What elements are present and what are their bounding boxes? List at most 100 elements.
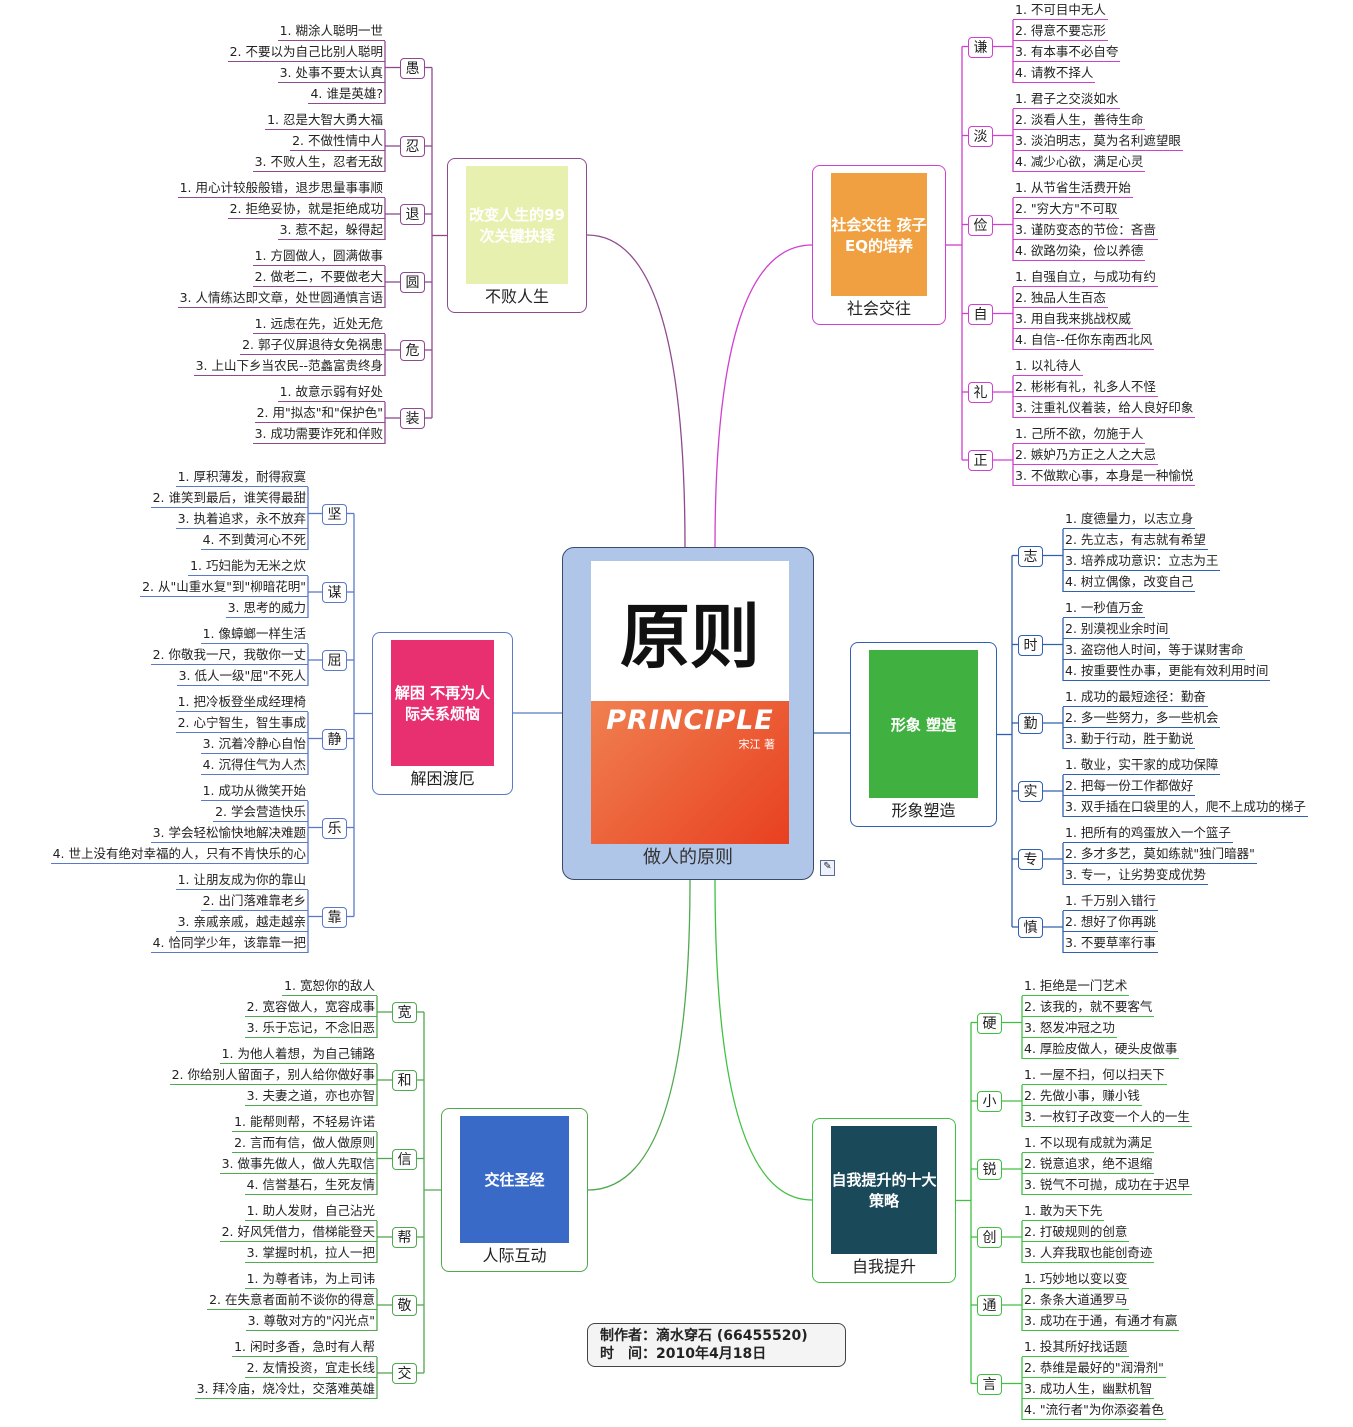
leaf-item[interactable]: 2. 想好了你再跳 bbox=[1063, 913, 1158, 932]
subtopic-坚[interactable]: 坚 bbox=[322, 503, 347, 525]
leaf-item[interactable]: 2. 锐意追求，绝不退缩 bbox=[1022, 1155, 1155, 1174]
leaf-item[interactable]: 3. 注重礼仪着装，给人良好印象 bbox=[1013, 399, 1196, 418]
leaf-item[interactable]: 1. 厚积薄发，耐得寂寞 bbox=[175, 468, 308, 487]
leaf-item[interactable]: 1. 自强自立，与成功有约 bbox=[1013, 268, 1158, 287]
subtopic-专[interactable]: 专 bbox=[1018, 849, 1043, 870]
subtopic-言[interactable]: 言 bbox=[977, 1373, 1002, 1395]
subtopic-勤[interactable]: 勤 bbox=[1018, 713, 1043, 734]
leaf-item[interactable]: 1. 一屋不扫，何以扫天下 bbox=[1022, 1066, 1167, 1085]
subtopic-时[interactable]: 时 bbox=[1018, 634, 1043, 656]
subtopic-装[interactable]: 装 bbox=[400, 408, 425, 429]
subtopic-敬[interactable]: 敬 bbox=[392, 1295, 417, 1316]
leaf-item[interactable]: 1. 为他人着想，为自己铺路 bbox=[219, 1045, 377, 1064]
leaf-item[interactable]: 3. 谨防变态的节俭：吝啬 bbox=[1013, 221, 1158, 240]
leaf-item[interactable]: 3. 培养成功意识：立志为王 bbox=[1063, 552, 1221, 571]
subtopic-硬[interactable]: 硬 bbox=[977, 1012, 1002, 1034]
leaf-item[interactable]: 3. 用自我来挑战权威 bbox=[1013, 310, 1133, 329]
subtopic-正[interactable]: 正 bbox=[968, 450, 993, 471]
leaf-item[interactable]: 3. 一枚钉子改变一个人的一生 bbox=[1022, 1108, 1192, 1127]
leaf-item[interactable]: 2. 淡看人生，善待生命 bbox=[1013, 111, 1146, 130]
leaf-item[interactable]: 1. 为尊者讳，为上司讳 bbox=[244, 1270, 377, 1289]
leaf-item[interactable]: 2. 你给别人留面子，别人给你做好事 bbox=[169, 1066, 377, 1085]
leaf-item[interactable]: 1. 从节省生活费开始 bbox=[1013, 179, 1133, 198]
leaf-item[interactable]: 2. 用"拟态"和"保护色" bbox=[254, 404, 385, 423]
leaf-item[interactable]: 3. 盗窃他人时间，等于谋财害命 bbox=[1063, 641, 1246, 660]
leaf-item[interactable]: 3. 有本事不必自夸 bbox=[1013, 43, 1121, 62]
leaf-item[interactable]: 3. 人弃我取也能创奇迹 bbox=[1022, 1244, 1155, 1263]
leaf-item[interactable]: 1. 能帮则帮，不轻易许诺 bbox=[232, 1113, 377, 1132]
leaf-item[interactable]: 1. 像蟑螂一样生活 bbox=[200, 625, 308, 644]
leaf-item[interactable]: 3. 锐气不可抛，成功在于迟早 bbox=[1022, 1176, 1192, 1195]
subtopic-退[interactable]: 退 bbox=[400, 204, 425, 225]
leaf-item[interactable]: 2. 出门落难靠老乡 bbox=[200, 892, 308, 911]
leaf-item[interactable]: 3. 淡泊明志，莫为名利遮望眼 bbox=[1013, 132, 1183, 151]
leaf-item[interactable]: 1. 巧妙地以变以变 bbox=[1022, 1270, 1130, 1289]
leaf-item[interactable]: 2. 打破规则的创意 bbox=[1022, 1223, 1130, 1242]
leaf-item[interactable]: 2. 拒绝妥协，就是拒绝成功 bbox=[227, 200, 385, 219]
leaf-item[interactable]: 3. 人情练达即文章，处世圆通慎言语 bbox=[177, 289, 385, 308]
leaf-item[interactable]: 2. 宽容做人，宽容成事 bbox=[244, 998, 377, 1017]
branch-node-renji[interactable]: 交往圣经人际互动 bbox=[441, 1108, 588, 1272]
leaf-item[interactable]: 3. 上山下乡当农民--范蠡富贵终身 bbox=[193, 357, 385, 376]
subtopic-乐[interactable]: 乐 bbox=[322, 817, 347, 839]
leaf-item[interactable]: 1. 成功的最短途径：勤奋 bbox=[1063, 688, 1208, 707]
leaf-item[interactable]: 3. 思考的威力 bbox=[225, 599, 308, 618]
leaf-item[interactable]: 1. 成功从微笑开始 bbox=[200, 782, 308, 801]
leaf-item[interactable]: 1. 投其所好找话题 bbox=[1022, 1338, 1130, 1357]
leaf-item[interactable]: 2. 彬彬有礼，礼多人不怪 bbox=[1013, 378, 1158, 397]
leaf-item[interactable]: 2. 郭子仪屏退待女免祸患 bbox=[240, 336, 385, 355]
leaf-item[interactable]: 3. 双手插在口袋里的人，爬不上成功的梯子 bbox=[1063, 798, 1308, 817]
leaf-item[interactable]: 4. 树立偶像，改变自己 bbox=[1063, 573, 1196, 592]
subtopic-宽[interactable]: 宽 bbox=[392, 1002, 417, 1023]
leaf-item[interactable]: 1. 把所有的鸡蛋放入一个篮子 bbox=[1063, 824, 1233, 843]
leaf-item[interactable]: 1. 巧妇能为无米之炊 bbox=[188, 557, 308, 576]
leaf-item[interactable]: 3. 尊敬对方的"闪光点" bbox=[245, 1312, 377, 1331]
subtopic-小[interactable]: 小 bbox=[977, 1091, 1002, 1112]
leaf-item[interactable]: 3. 怒发冲冠之功 bbox=[1022, 1019, 1117, 1038]
subtopic-实[interactable]: 实 bbox=[1018, 781, 1043, 802]
leaf-item[interactable]: 1. 以礼待人 bbox=[1013, 357, 1083, 376]
leaf-item[interactable]: 2. 在失意者面前不谈你的得意 bbox=[207, 1291, 377, 1310]
leaf-item[interactable]: 4. 信誉基石，生死友情 bbox=[244, 1176, 377, 1195]
leaf-item[interactable]: 3. 专一，让劣势变成优势 bbox=[1063, 866, 1208, 885]
leaf-item[interactable]: 1. 糊涂人聪明一世 bbox=[277, 22, 385, 41]
leaf-item[interactable]: 1. 千万别入错行 bbox=[1063, 892, 1158, 911]
subtopic-危[interactable]: 危 bbox=[400, 340, 425, 361]
leaf-item[interactable]: 1. 不可目中无人 bbox=[1013, 1, 1108, 20]
leaf-item[interactable]: 1. 敢为天下先 bbox=[1022, 1202, 1105, 1221]
leaf-item[interactable]: 1. 闲时多香，急时有人帮 bbox=[232, 1338, 377, 1357]
leaf-item[interactable]: 1. 方圆做人，圆满做事 bbox=[252, 247, 385, 266]
leaf-item[interactable]: 4. 不到黄河心不死 bbox=[200, 531, 308, 550]
subtopic-交[interactable]: 交 bbox=[392, 1363, 417, 1384]
leaf-item[interactable]: 4. 谁是英雄? bbox=[308, 85, 385, 104]
leaf-item[interactable]: 1. 己所不欲，勿施于人 bbox=[1013, 425, 1146, 444]
leaf-item[interactable]: 3. 惹不起，躲得起 bbox=[277, 221, 385, 240]
subtopic-通[interactable]: 通 bbox=[977, 1295, 1002, 1316]
subtopic-锐[interactable]: 锐 bbox=[977, 1159, 1002, 1180]
subtopic-自[interactable]: 自 bbox=[968, 303, 993, 325]
leaf-item[interactable]: 3. 掌握时机，拉人一把 bbox=[244, 1244, 377, 1263]
leaf-item[interactable]: 3. 成功在于通，有通才有赢 bbox=[1022, 1312, 1180, 1331]
leaf-item[interactable]: 2. 先做小事，赚小钱 bbox=[1022, 1087, 1142, 1106]
leaf-item[interactable]: 2. 多一些努力，多一些机会 bbox=[1063, 709, 1221, 728]
subtopic-俭[interactable]: 俭 bbox=[968, 214, 993, 236]
leaf-item[interactable]: 1. 宽恕你的敌人 bbox=[282, 977, 377, 996]
subtopic-志[interactable]: 志 bbox=[1018, 545, 1043, 567]
note-icon[interactable]: ✎ bbox=[820, 860, 835, 876]
branch-node-shejiao[interactable]: 社会交往 孩子EQ的培养社会交往 bbox=[812, 165, 946, 325]
leaf-item[interactable]: 2. 好风凭借力，借梯能登天 bbox=[219, 1223, 377, 1242]
leaf-item[interactable]: 2. 先立志，有志就有希望 bbox=[1063, 531, 1208, 550]
leaf-item[interactable]: 3. 成功人生，幽默机智 bbox=[1022, 1380, 1155, 1399]
leaf-item[interactable]: 4. 沉得住气为人杰 bbox=[200, 756, 308, 775]
leaf-item[interactable]: 3. 沉着冷静心自怡 bbox=[200, 735, 308, 754]
leaf-item[interactable]: 3. 做事先做人，做人先取信 bbox=[219, 1155, 377, 1174]
leaf-item[interactable]: 2. 条条大道通罗马 bbox=[1022, 1291, 1130, 1310]
leaf-item[interactable]: 1. 忍是大智大勇大福 bbox=[265, 111, 385, 130]
leaf-item[interactable]: 2. 心宁智生，智生事成 bbox=[175, 714, 308, 733]
leaf-item[interactable]: 2. 多才多艺，莫如练就"独门暗器" bbox=[1063, 845, 1257, 864]
leaf-item[interactable]: 3. 成功需要诈死和佯败 bbox=[252, 425, 385, 444]
subtopic-静[interactable]: 静 bbox=[322, 728, 347, 750]
subtopic-信[interactable]: 信 bbox=[392, 1148, 417, 1170]
branch-node-jiekun[interactable]: 解困 不再为人际关系烦恼解困渡厄 bbox=[372, 632, 513, 795]
leaf-item[interactable]: 1. 远虑在先，近处无危 bbox=[252, 315, 385, 334]
